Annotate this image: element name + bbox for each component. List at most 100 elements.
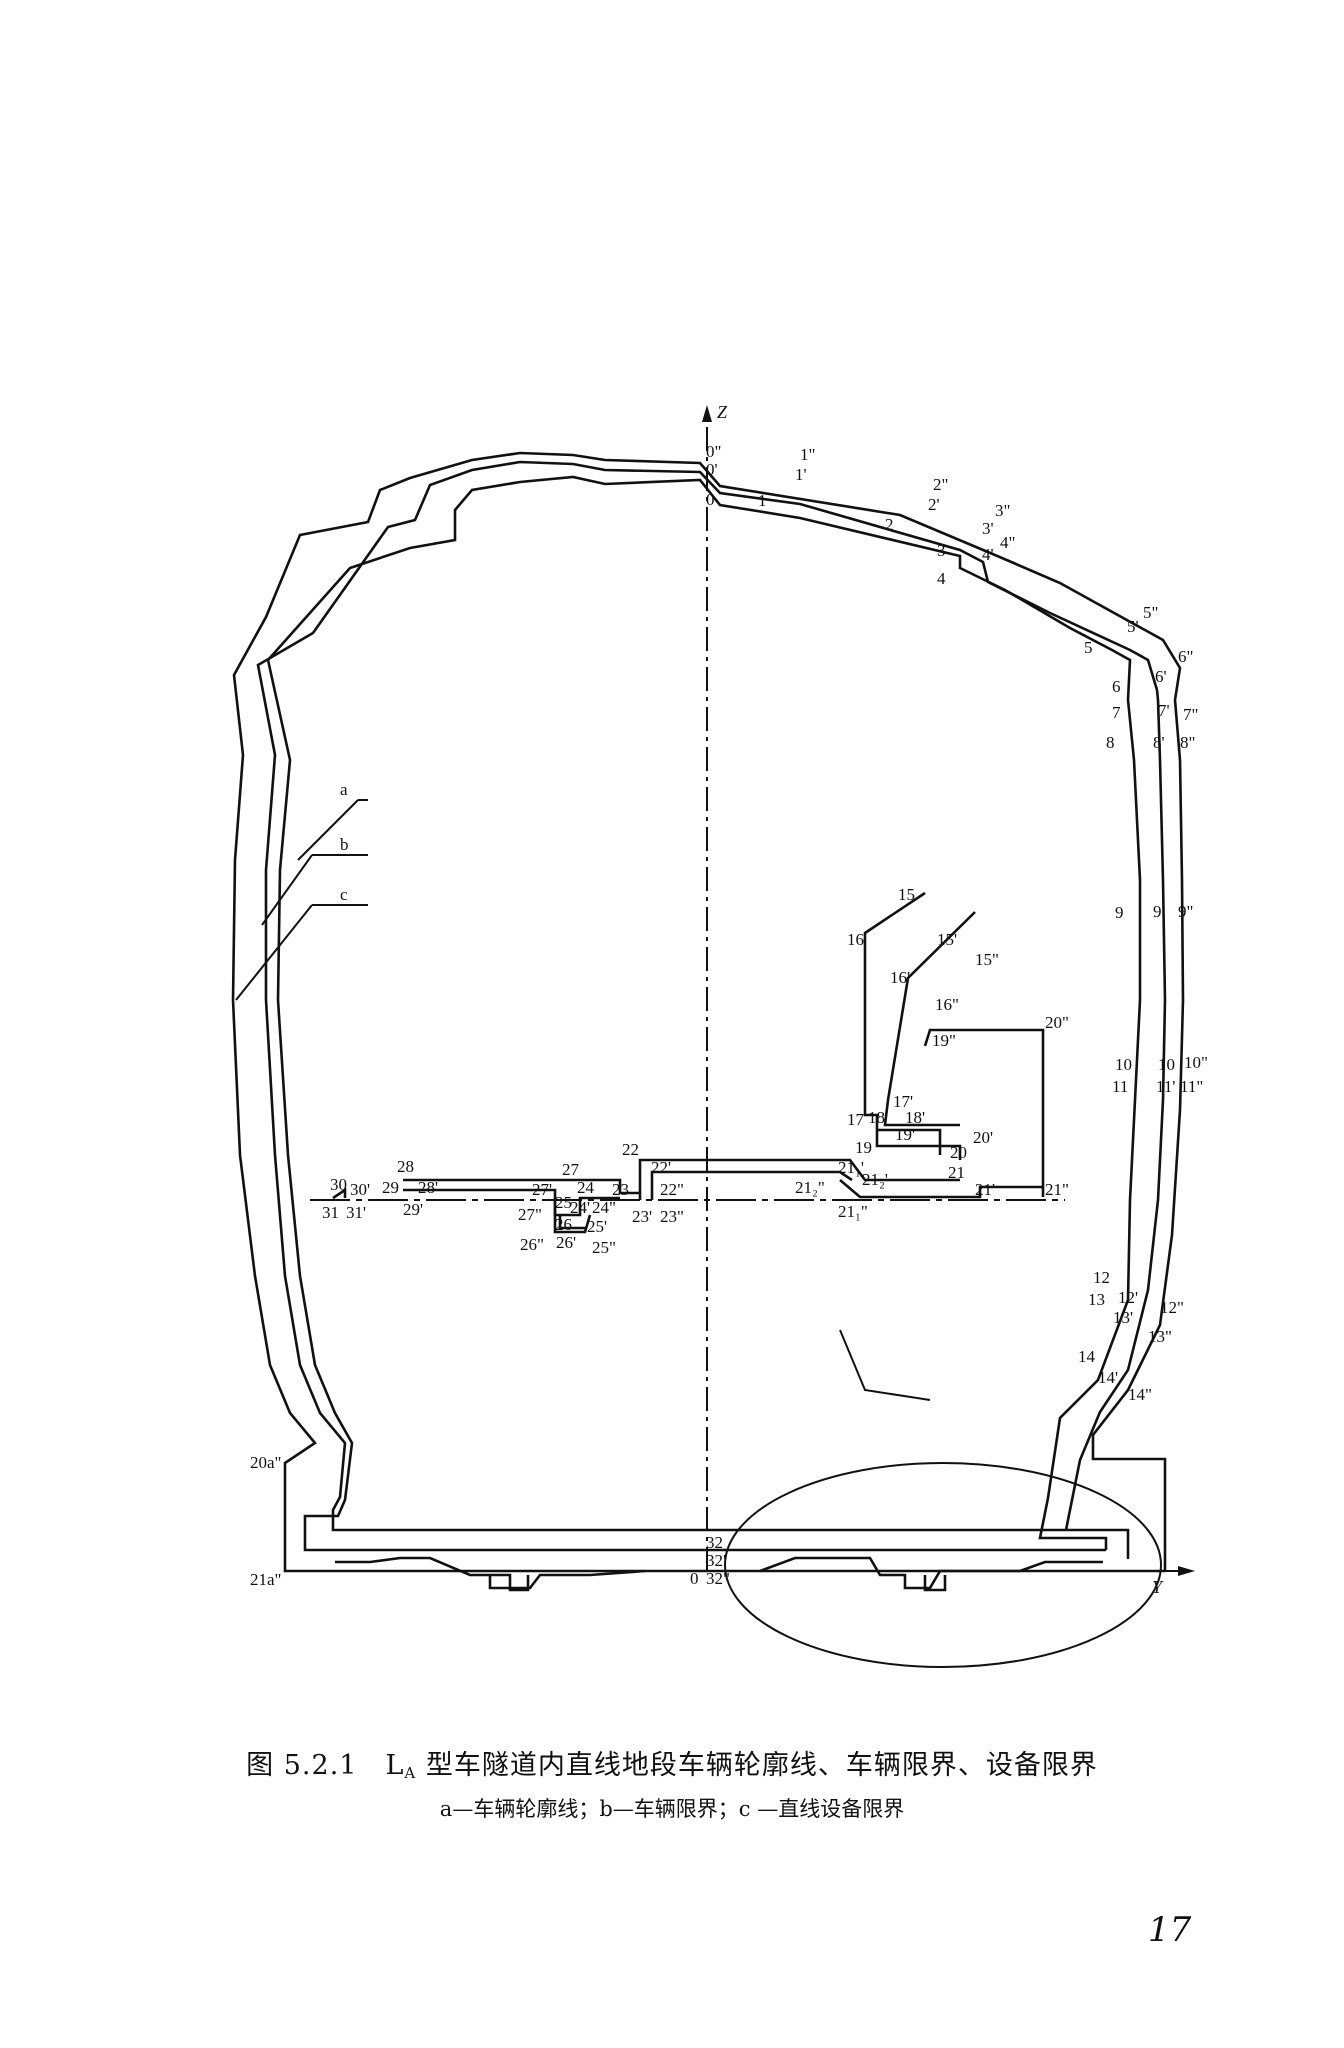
point-label: 32" (706, 1569, 730, 1588)
point-label: 11' (1156, 1077, 1175, 1096)
point-label: 20' (973, 1128, 993, 1147)
point-label: 8" (1180, 733, 1195, 752)
point-label: 19 (855, 1138, 872, 1157)
y-axis-label: Y (1152, 1577, 1164, 1597)
point-label: 20" (1045, 1013, 1069, 1032)
point-label: 10 (1115, 1055, 1132, 1074)
point-label: 15' (937, 930, 957, 949)
point-label: 0" (706, 442, 721, 461)
point-label: 4 (937, 569, 946, 588)
equipment-bracket-16pp (923, 1028, 1045, 1197)
point-label: 1 (758, 491, 767, 510)
point-label: 31' (346, 1203, 366, 1222)
floor-left-28 (403, 1178, 640, 1195)
underfloor-left (335, 1556, 646, 1590)
point-label: 18' (905, 1108, 925, 1127)
y-axis-arrowhead (1178, 1566, 1195, 1576)
point-label: 24' (570, 1198, 590, 1217)
point-label: 9' (1153, 902, 1165, 921)
point-label: 12' (1118, 1288, 1138, 1307)
curve-leader-a (297, 799, 359, 861)
point-label: 28' (418, 1178, 438, 1197)
point-label: 3" (995, 501, 1010, 520)
point-label: 3' (982, 519, 994, 538)
point-label: 20a" (250, 1453, 282, 1472)
point-label: 21₁' (838, 1158, 864, 1177)
point-label: 6 (1112, 677, 1121, 696)
point-label: 22" (660, 1180, 684, 1199)
point-label: 26" (520, 1235, 544, 1254)
page-number: 17 (1148, 1910, 1192, 1950)
equipment-bracket-19 (877, 1128, 942, 1155)
underfloor-right (759, 1556, 1103, 1590)
z-axis-arrowhead (702, 405, 712, 422)
point-label: 12 (1093, 1268, 1110, 1287)
point-label: 3 (937, 541, 946, 560)
point-label: 8' (1153, 733, 1165, 752)
point-label: 11 (1112, 1077, 1128, 1096)
point-label: 0 (706, 490, 715, 509)
point-label: 14" (1128, 1385, 1152, 1404)
point-label: 32' (706, 1551, 726, 1570)
point-label: 26 (555, 1215, 572, 1234)
underfloor-left-inner (490, 1573, 530, 1592)
point-label: 32 (706, 1533, 723, 1552)
curve-leader-c (235, 904, 313, 1001)
point-label: 21" (1045, 1180, 1069, 1199)
floor-step-21 (839, 1179, 1043, 1199)
point-label: 21₁" (838, 1202, 868, 1221)
point-label: 13 (1088, 1290, 1105, 1309)
point-label: 18 (868, 1108, 885, 1127)
point-label: 15 (898, 885, 915, 904)
point-label: 30' (350, 1180, 370, 1199)
point-label: 7 (1112, 703, 1121, 722)
point-label: 10" (1184, 1053, 1208, 1072)
floor-step-22 (638, 1158, 960, 1200)
point-label: 6' (1155, 667, 1167, 686)
floor-step-22p (650, 1170, 853, 1200)
point-label: 30 (330, 1175, 347, 1194)
equipment-bracket-16p (883, 911, 976, 1127)
point-label: 0' (706, 460, 718, 479)
point-label: 29 (382, 1178, 399, 1197)
point-label: 24 (577, 1178, 595, 1197)
point-label: 12" (1160, 1298, 1184, 1317)
point-label: 6" (1178, 647, 1193, 666)
point-label: 11" (1180, 1077, 1203, 1096)
point-label: 4' (982, 545, 994, 564)
point-label: 19" (932, 1031, 956, 1050)
curve-key-c: c (340, 885, 348, 904)
point-label: 9" (1178, 902, 1193, 921)
point-label: 25" (592, 1238, 616, 1257)
point-label: 25' (587, 1217, 607, 1236)
figure-caption-legend: a—车辆轮廓线；b—车辆限界；c —直线设备限界 (439, 1797, 905, 1821)
point-label: 17' (893, 1092, 913, 1111)
point-label: 15" (975, 950, 999, 969)
point-label: 16 (847, 930, 864, 949)
point-label: 21 (948, 1163, 965, 1182)
point-label: 14 (1078, 1347, 1096, 1366)
point-label: 23' (632, 1207, 652, 1226)
point-label: 5 (1084, 638, 1093, 657)
point-label: 2" (933, 475, 948, 494)
point-label: 21₂" (795, 1178, 825, 1197)
floor-left-29 (403, 1188, 620, 1217)
point-label: 2 (885, 515, 894, 534)
point-label: 31 (322, 1203, 339, 1222)
point-label: 21' (975, 1180, 995, 1199)
point-label: 26' (556, 1233, 576, 1252)
point-label: 27" (518, 1205, 542, 1224)
point-label: 16' (890, 968, 910, 987)
point-label: 22' (651, 1158, 671, 1177)
curve-leader-b (261, 854, 313, 926)
caption-title-prefix: 图 5.2.1 L (246, 1750, 405, 1781)
point-label: 28 (397, 1157, 414, 1176)
point-label: 21a" (250, 1570, 282, 1589)
point-label: 9 (1115, 903, 1124, 922)
point-label: 23" (660, 1207, 684, 1226)
caption-title-subscript: A (404, 1764, 417, 1782)
point-label: 13' (1113, 1308, 1133, 1327)
point-label: 27 (562, 1160, 580, 1179)
point-label: 0 (690, 1569, 699, 1588)
point-label: 14' (1098, 1368, 1118, 1387)
